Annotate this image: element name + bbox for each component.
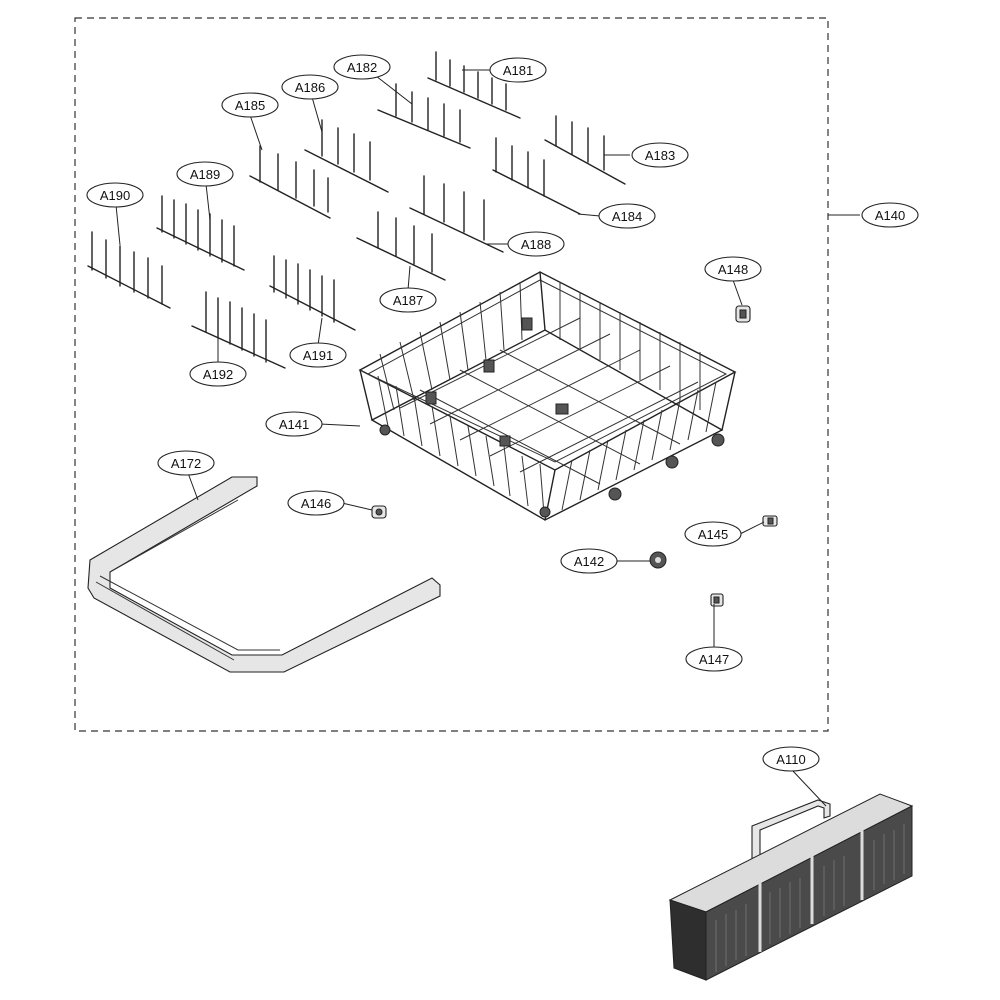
callout-label: A188 [521, 237, 551, 252]
leader-lines [115, 69, 860, 807]
callout-label: A146 [301, 496, 331, 511]
tine-row-a192 [191, 291, 286, 369]
tine-row-a182 [377, 83, 471, 149]
tine-row-a186 [304, 119, 389, 193]
callout-a141: A141 [265, 411, 323, 437]
callout-a185: A185 [221, 92, 279, 118]
callout-a189: A189 [176, 161, 234, 187]
callout-label: A142 [574, 554, 604, 569]
callout-label: A183 [645, 148, 675, 163]
callout-a172: A172 [157, 450, 215, 476]
tine-row-a188 [409, 175, 504, 253]
part-a146 [371, 505, 387, 519]
callout-label: A141 [279, 417, 309, 432]
callout-label: A187 [393, 293, 423, 308]
tine-row-a190 [87, 231, 171, 309]
callout-label: A140 [875, 208, 905, 223]
callout-a191: A191 [289, 342, 347, 368]
callout-label: A186 [295, 80, 325, 95]
tine-row-a181 [427, 51, 521, 119]
rail-a172 [87, 476, 441, 673]
callout-label: A184 [612, 209, 642, 224]
tine-row-a185 [249, 145, 331, 219]
callout-a181: A181 [489, 57, 547, 83]
callout-a190: A190 [86, 182, 144, 208]
tine-row-a189 [156, 195, 245, 271]
callout-label: A191 [303, 348, 333, 363]
callout-a192: A192 [189, 361, 247, 387]
cutlery-basket [668, 793, 914, 981]
part-a145 [762, 515, 778, 527]
tine-row-a191 [269, 255, 356, 331]
callout-label: A189 [190, 167, 220, 182]
callout-a188: A188 [507, 231, 565, 257]
callout-label: A192 [203, 367, 233, 382]
lower-rack [358, 271, 737, 521]
tine-row-a183 [544, 115, 626, 185]
callout-label: A148 [718, 262, 748, 277]
callout-a187: A187 [379, 287, 437, 313]
callout-label: A147 [699, 652, 729, 667]
callout-label: A145 [698, 527, 728, 542]
callout-label: A190 [100, 188, 130, 203]
callout-a110: A110 [762, 746, 820, 772]
part-a148 [735, 305, 751, 323]
callout-a182: A182 [333, 54, 391, 80]
part-a147 [710, 593, 724, 607]
part-a142 [649, 551, 667, 569]
callout-label: A110 [776, 752, 805, 767]
callout-a142: A142 [560, 548, 618, 574]
callout-label: A172 [171, 456, 201, 471]
callout-label: A181 [503, 63, 533, 78]
callout-a146: A146 [287, 490, 345, 516]
callout-a147: A147 [685, 646, 743, 672]
callout-a186: A186 [281, 74, 339, 100]
callout-a148: A148 [704, 256, 762, 282]
callout-label: A182 [347, 60, 377, 75]
callout-a140: A140 [861, 202, 919, 228]
callout-a145: A145 [684, 521, 742, 547]
tine-row-a187 [356, 211, 446, 281]
callout-a183: A183 [631, 142, 689, 168]
assembly-frame [74, 17, 829, 732]
callout-label: A185 [235, 98, 265, 113]
tine-row-a184 [492, 137, 581, 215]
callout-a184: A184 [598, 203, 656, 229]
